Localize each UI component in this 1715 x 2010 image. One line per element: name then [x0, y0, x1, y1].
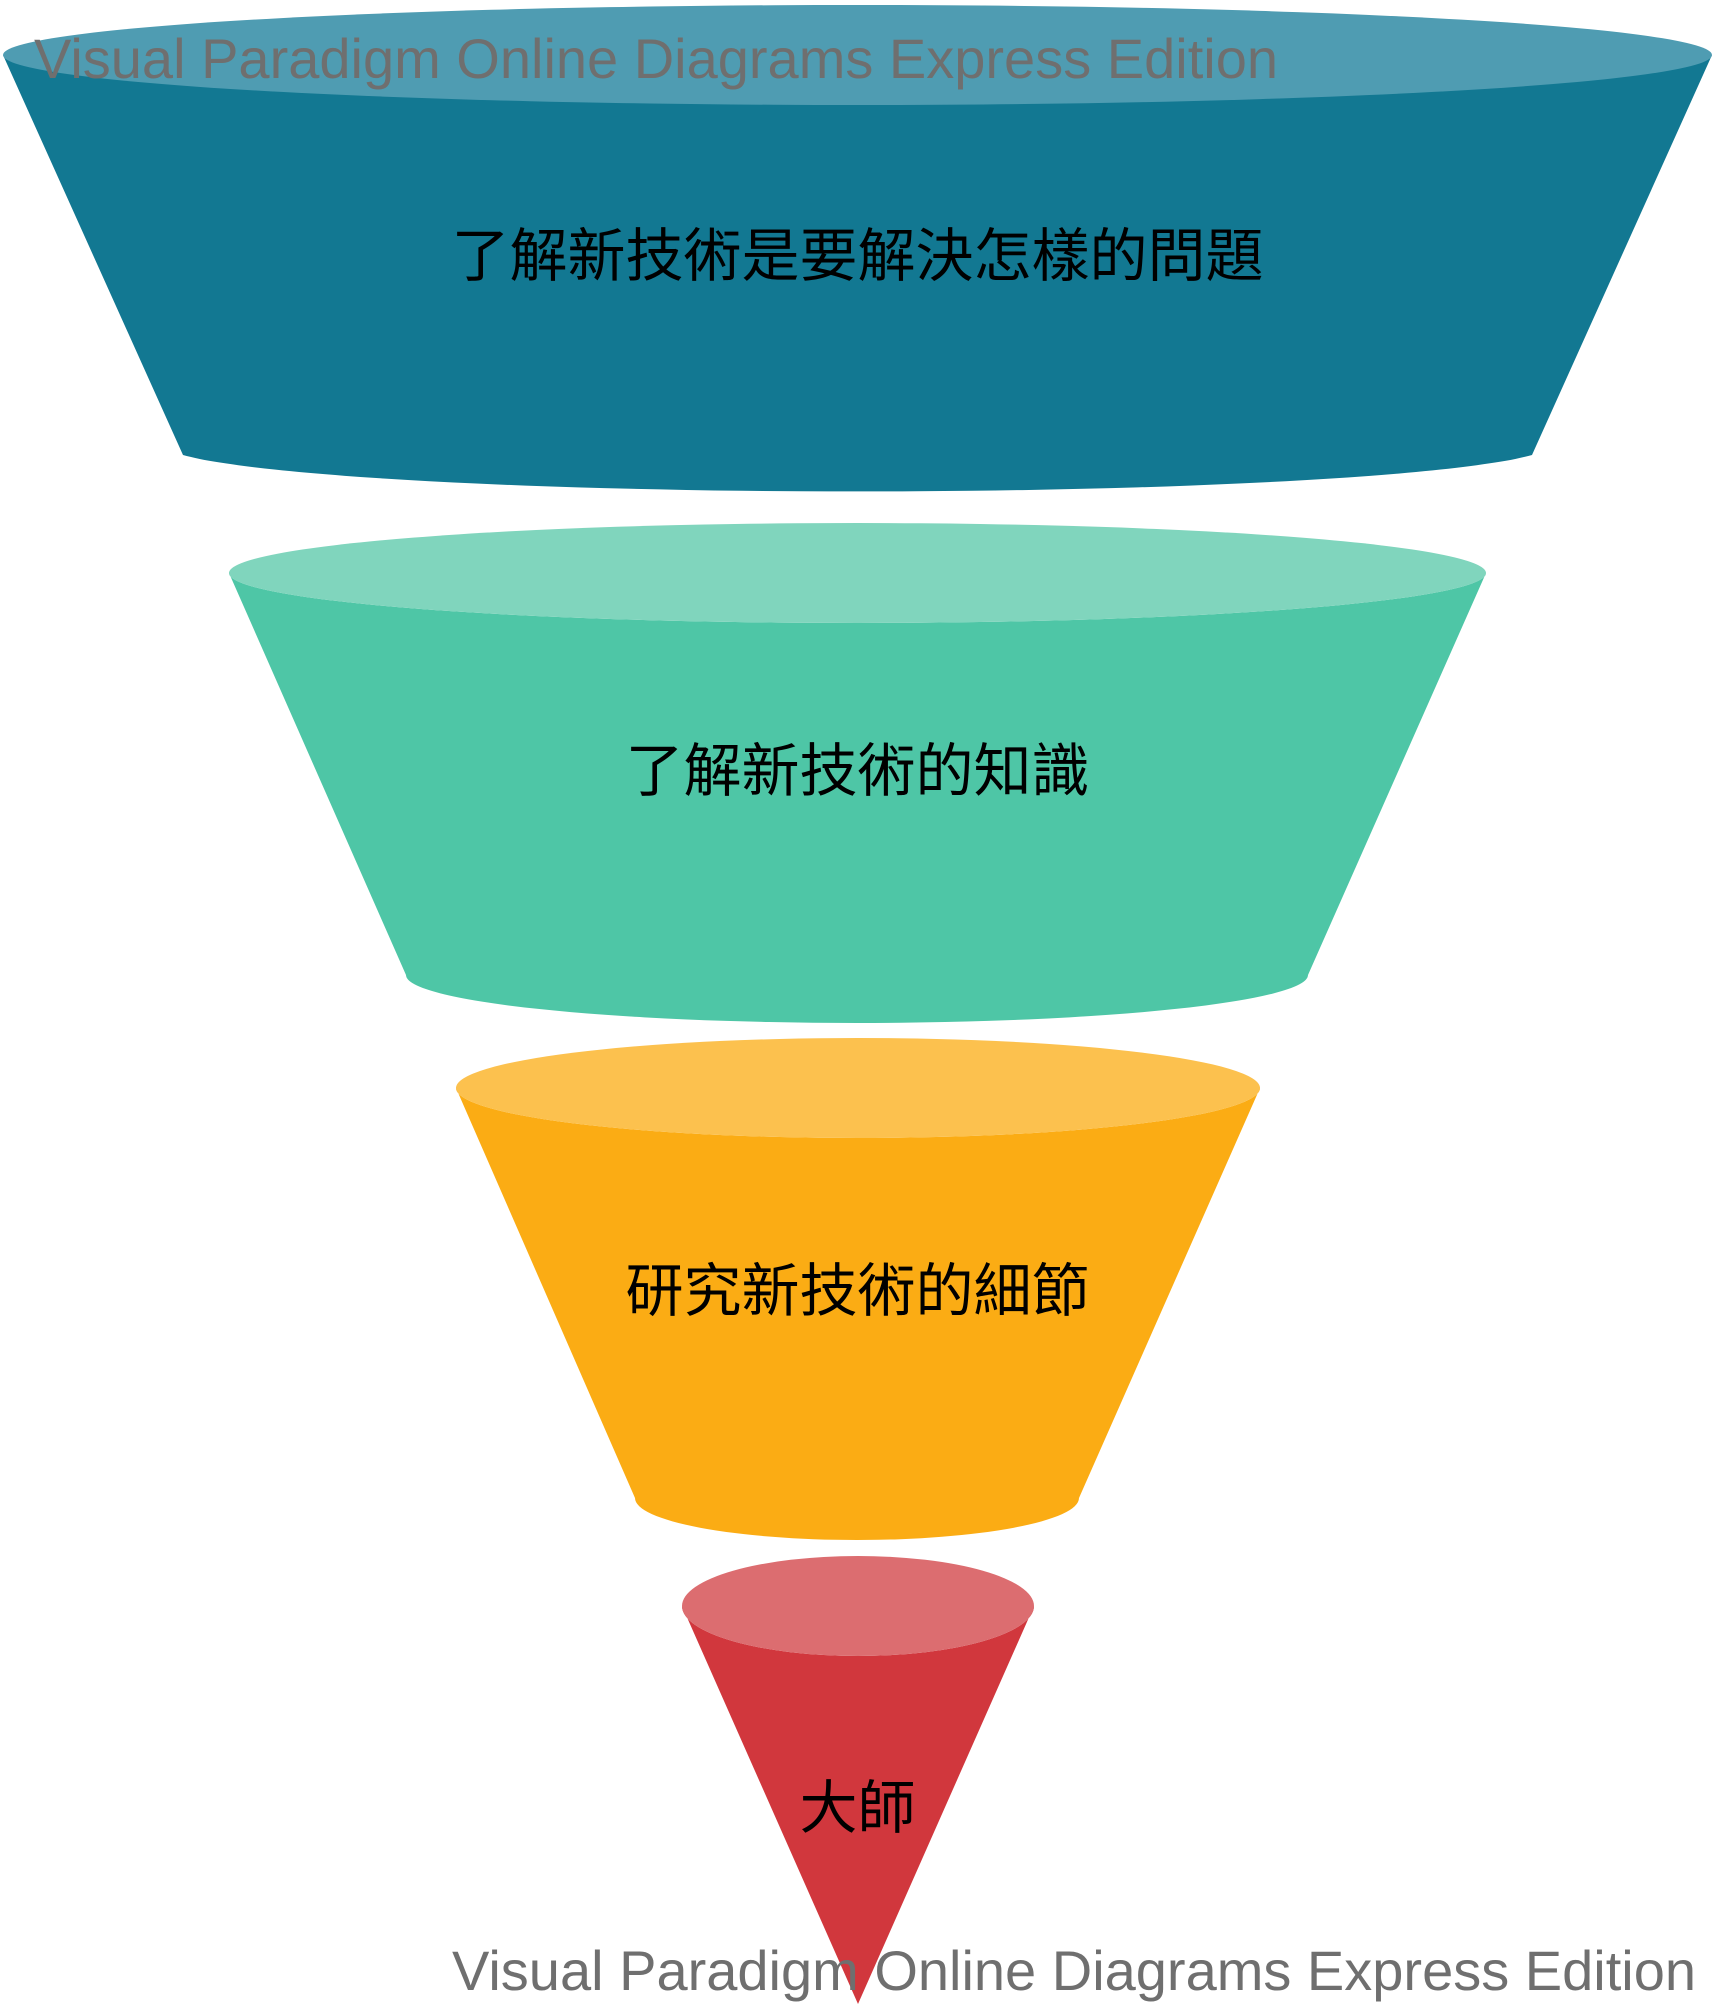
funnel-stage-1: 了解新技術是要解決怎樣的問題 — [3, 5, 1712, 492]
funnel-stage-4-body — [682, 1606, 1034, 2004]
funnel-stage-4: 大師 — [682, 1556, 1034, 2004]
funnel-stage-2-label: 了解新技術的知識 — [625, 737, 1089, 805]
funnel-stage-1-body — [3, 55, 1712, 492]
funnel-stage-1-top — [3, 5, 1712, 105]
funnel-stage-2-body — [229, 573, 1486, 1023]
funnel-stage-3: 研究新技術的細節 — [456, 1038, 1260, 1540]
funnel-stage-4-top — [682, 1556, 1034, 1656]
funnel-stage-2: 了解新技術的知識 — [229, 523, 1486, 1023]
funnel-stage-4-label: 大師 — [799, 1774, 915, 1842]
watermark-top: Visual Paradigm Online Diagrams Express … — [34, 27, 1278, 90]
funnel-stage-3-top — [456, 1038, 1260, 1138]
funnel-stage-2-top — [229, 523, 1486, 623]
funnel-stage-3-label: 研究新技術的細節 — [625, 1257, 1089, 1325]
funnel-stage-3-body — [456, 1088, 1260, 1540]
funnel-stage-1-label: 了解新技術是要解決怎樣的問題 — [451, 222, 1263, 290]
watermark-bottom: Visual Paradigm Online Diagrams Express … — [452, 1939, 1696, 2002]
